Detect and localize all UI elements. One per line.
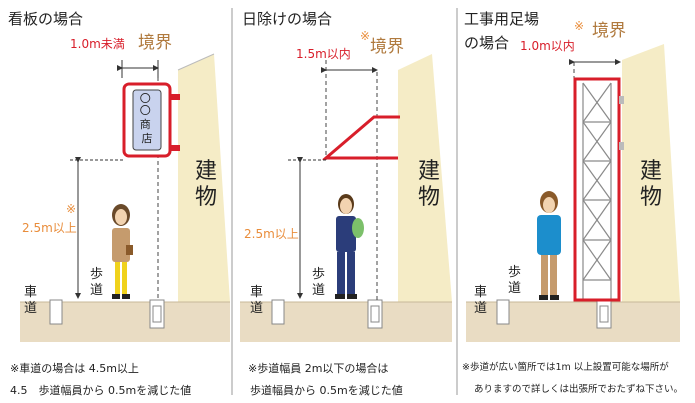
note-line-2: 4.5 歩道幅員から 0.5mを減じた値 bbox=[10, 383, 191, 397]
panel-scaffold: 工事用足場 の場合 建 物 1.0m以内 ※ 境界 bbox=[462, 10, 683, 395]
person bbox=[537, 191, 561, 300]
height-mark: ※ bbox=[66, 202, 76, 216]
boundary-label: 境界 bbox=[592, 21, 626, 41]
building bbox=[622, 44, 680, 302]
boundary-label: 境界 bbox=[138, 33, 172, 53]
note-line-2: 歩道幅員から 0.5mを減じた値 bbox=[250, 383, 403, 397]
note-line-1: ※歩道幅員 2m以下の場合は bbox=[248, 361, 388, 375]
sidewalk-label: 歩 道 bbox=[508, 265, 525, 296]
height-label: 2.5m以上 bbox=[22, 221, 77, 235]
curb bbox=[271, 299, 285, 325]
building-label: 建 物 bbox=[418, 159, 447, 210]
note-line-1: ※車道の場合は 4.5m以上 bbox=[10, 361, 139, 375]
sidewalk-label: 歩 道 bbox=[90, 267, 107, 298]
building bbox=[178, 54, 230, 302]
curb bbox=[49, 299, 63, 325]
building-label: 建 物 bbox=[195, 159, 224, 210]
panel-title-line-2: の場合 bbox=[464, 34, 509, 52]
roadway-label: 車 道 bbox=[250, 285, 267, 316]
limit-label: 1.5m以内 bbox=[296, 47, 351, 61]
building bbox=[398, 54, 452, 302]
note-line-2: ありますので詳しくは出張所でおたずね下さい。 bbox=[474, 383, 683, 395]
roadway-label: 車 道 bbox=[474, 285, 491, 316]
person bbox=[335, 194, 364, 299]
height-label: 2.5m以上 bbox=[244, 227, 299, 241]
boundary-mark: ※ bbox=[360, 29, 370, 43]
panel-awning: 日除けの場合 建 物 1.5m以内 ※ 境界 2.5m以上 bbox=[240, 10, 452, 397]
panel-title-line-1: 工事用足場 bbox=[464, 10, 539, 28]
scaffold bbox=[582, 82, 612, 300]
panel-title: 日除けの場合 bbox=[242, 10, 332, 28]
panel-sign: 看板の場合 建 物 1.0m未満 境界 〇 〇 商 店 bbox=[8, 10, 230, 397]
note-line-1: ※歩道が広い箇所では1m 以上設置可能な場所が bbox=[462, 361, 669, 373]
building-label: 建 物 bbox=[640, 159, 669, 210]
sign-text: 〇 〇 商 店 bbox=[140, 92, 155, 145]
curb bbox=[496, 299, 510, 325]
boundary-label: 境界 bbox=[370, 37, 404, 57]
awning bbox=[321, 115, 400, 160]
limit-label: 1.0m以内 bbox=[520, 39, 575, 53]
limit-label: 1.0m未満 bbox=[70, 37, 125, 51]
boundary-mark: ※ bbox=[574, 19, 584, 33]
sidewalk-label: 歩 道 bbox=[312, 267, 329, 298]
roadway-label: 車 道 bbox=[24, 285, 41, 316]
person bbox=[112, 204, 133, 299]
panel-title: 看板の場合 bbox=[8, 10, 83, 28]
